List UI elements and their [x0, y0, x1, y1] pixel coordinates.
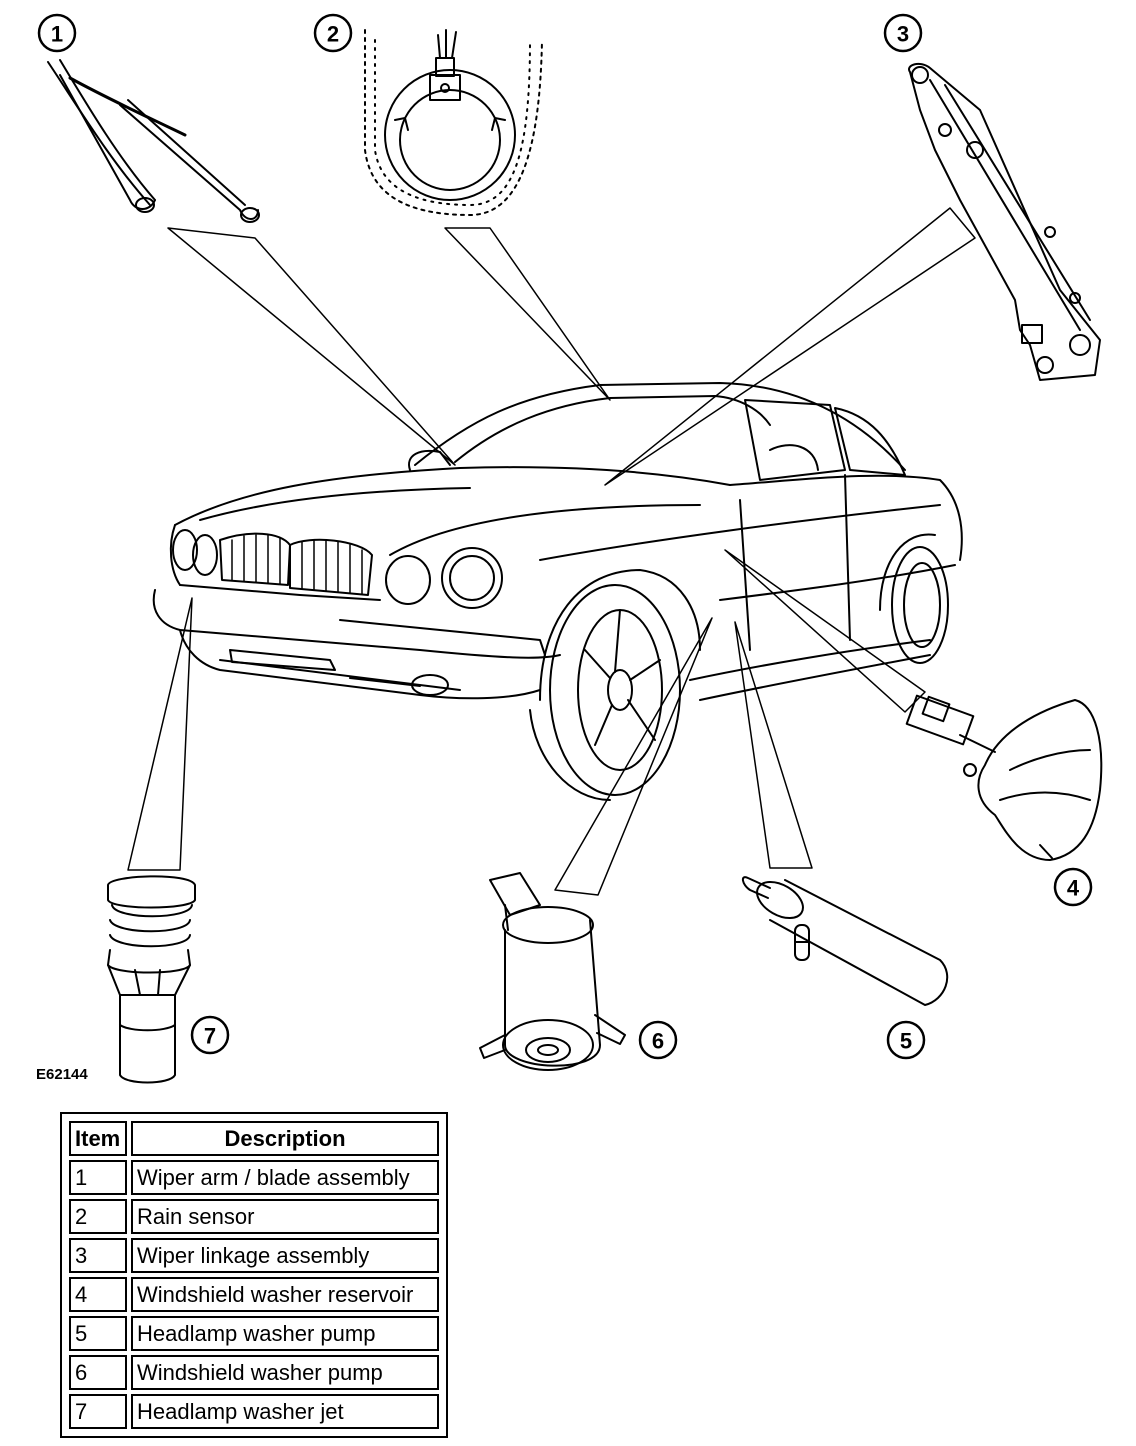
callout-number-4: 4 [1067, 876, 1080, 901]
legend-item-description: Headlamp washer pump [131, 1316, 439, 1351]
legend-header-row: Item Description [69, 1121, 439, 1156]
beam-wiper-arm [167, 227, 456, 466]
component-location-diagram: 1 2 3 4 5 6 7 [37, 13, 1103, 1084]
legend-row: 7 Headlamp washer jet [69, 1394, 439, 1429]
callout-number-7: 7 [204, 1024, 216, 1049]
legend-item-number: 4 [69, 1277, 127, 1312]
beam-wiper-linkage [604, 207, 976, 486]
legend-row: 3 Wiper linkage assembly [69, 1238, 439, 1273]
car-illustration [152, 382, 963, 801]
callout-number-2: 2 [327, 22, 339, 47]
headlamp-washer-pump-illustration [742, 876, 949, 1006]
callout-number-6: 6 [652, 1029, 664, 1054]
legend-item-description: Windshield washer pump [131, 1355, 439, 1390]
legend-header-item: Item [69, 1121, 127, 1156]
legend-item-number: 5 [69, 1316, 127, 1351]
legend-row: 4 Windshield washer reservoir [69, 1277, 439, 1312]
beam-headlamp-jet [127, 597, 193, 871]
callout-circle-3 [883, 13, 923, 53]
legend-item-number: 2 [69, 1199, 127, 1234]
callout-circle-6 [638, 1020, 678, 1060]
legend-item-description: Windshield washer reservoir [131, 1277, 439, 1312]
legend-header-description: Description [131, 1121, 439, 1156]
callout-number-5: 5 [900, 1029, 912, 1054]
callout-circle-1 [37, 13, 77, 53]
legend-item-number: 3 [69, 1238, 127, 1273]
legend-item-description: Wiper linkage assembly [131, 1238, 439, 1273]
legend-table: Item Description 1 Wiper arm / blade ass… [60, 1112, 448, 1438]
legend-item-number: 6 [69, 1355, 127, 1390]
callout-circle-4 [1053, 867, 1093, 907]
callout-circle-7 [190, 1015, 230, 1055]
headlamp-washer-jet-illustration [107, 875, 196, 1084]
callout-number-3: 3 [897, 22, 909, 47]
legend-item-description: Rain sensor [131, 1199, 439, 1234]
legend-row: 1 Wiper arm / blade assembly [69, 1160, 439, 1195]
legend-item-number: 1 [69, 1160, 127, 1195]
washer-reservoir-illustration [905, 694, 1103, 861]
legend-row: 6 Windshield washer pump [69, 1355, 439, 1390]
wiper-arm-blade-illustration [47, 59, 260, 223]
legend-row: 5 Headlamp washer pump [69, 1316, 439, 1351]
callout-circle-5 [886, 1020, 926, 1060]
callout-circle-2 [313, 13, 353, 53]
legend-item-number: 7 [69, 1394, 127, 1429]
legend-item-description: Wiper arm / blade assembly [131, 1160, 439, 1195]
beam-rain-sensor [444, 227, 611, 401]
windshield-washer-pump-illustration [479, 872, 626, 1071]
figure-code: E62144 [36, 1066, 88, 1083]
callout-circles [37, 13, 1093, 1060]
beam-washer-pump [554, 617, 713, 896]
wiper-linkage-illustration [908, 62, 1101, 381]
legend-row: 2 Rain sensor [69, 1199, 439, 1234]
beam-headlamp-pump [734, 621, 813, 869]
callout-number-1: 1 [51, 22, 63, 47]
rain-sensor-illustration [364, 29, 543, 216]
legend-item-description: Headlamp washer jet [131, 1394, 439, 1429]
